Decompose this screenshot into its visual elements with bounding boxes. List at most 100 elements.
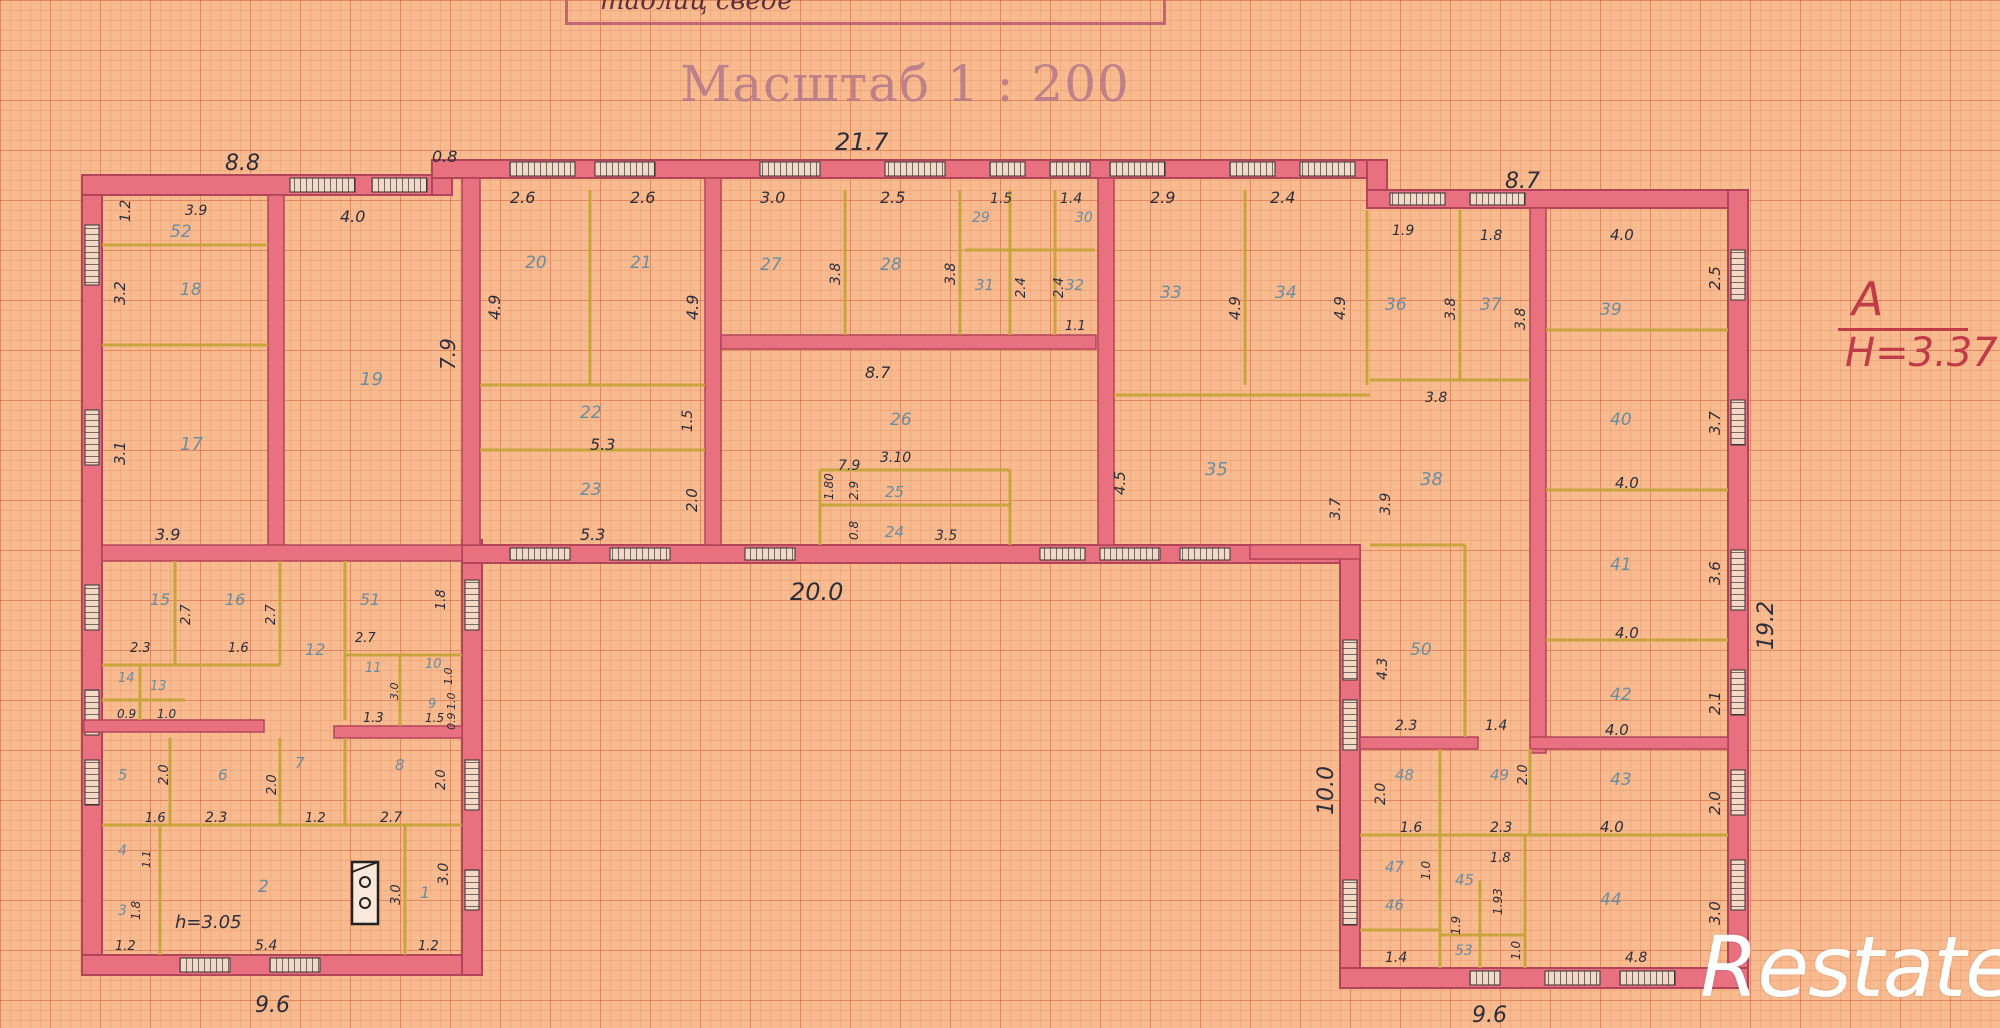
room-number: 33 — [1160, 283, 1182, 303]
dim-label: 3.0 — [1706, 901, 1724, 925]
dim-label: 3.8 — [1513, 308, 1529, 330]
room-number: 51 — [360, 590, 380, 609]
dim-label: 1.6 — [1400, 820, 1422, 836]
room-number: 41 — [1610, 555, 1632, 575]
room-number: 1 — [420, 883, 430, 902]
dim-label: 2.0 — [683, 488, 701, 512]
dim-label: 2.0 — [434, 769, 449, 790]
room-numbers: 52 18 17 19 20 21 22 23 27 28 26 25 24 2… — [118, 210, 1632, 959]
dim-label: 1.6 — [228, 641, 249, 656]
room-number: 17 — [180, 434, 203, 455]
dim-label: 5.3 — [580, 525, 605, 544]
dim-bottom-right: 9.6 — [1472, 1003, 1507, 1028]
dim-label: 3.5 — [935, 528, 957, 544]
room-number: 24 — [885, 523, 904, 541]
dim-top-right: 8.7 — [1505, 169, 1540, 194]
title-stamp-text: таблиц сведе — [600, 0, 793, 16]
dim-label: 4.8 — [1625, 950, 1647, 966]
dim-label: 3.0 — [760, 188, 785, 207]
room-number: 47 — [1385, 858, 1405, 876]
dim-label: 1.1 — [1065, 319, 1086, 334]
room-number: 14 — [118, 671, 135, 686]
dim-label: 1.5 — [680, 410, 696, 432]
dim-label: 3.7 — [1328, 498, 1344, 520]
room-number: 10 — [425, 657, 442, 672]
dim-label: 2.1 — [1706, 691, 1724, 715]
dim-right-height: 19.2 — [1754, 601, 1779, 650]
room-number: 34 — [1275, 283, 1297, 303]
scale-label: Масштаб 1 : 200 — [680, 55, 1130, 113]
dim-top-left: 8.8 — [225, 151, 260, 176]
dim-label: 1.0 — [1509, 941, 1523, 960]
dim-label: 4.9 — [1331, 296, 1349, 320]
dim-corridor-bottom: 20.0 — [790, 578, 843, 606]
dim-label: 2.4 — [1270, 188, 1295, 207]
room-number: 48 — [1395, 766, 1414, 784]
dim-label: 3.6 — [1706, 561, 1724, 585]
dim-label: 3.10 — [880, 450, 911, 466]
title-stamp-frame — [565, 0, 1166, 25]
dim-top-center: 21.7 — [835, 128, 889, 156]
room-number: 13 — [150, 679, 167, 694]
room-number: 15 — [150, 590, 170, 609]
dim-top-left-notch: 0.8 — [432, 147, 457, 166]
room-number: 35 — [1205, 459, 1228, 480]
dim-right-wing-height: 10.0 — [1314, 766, 1339, 815]
room-number: 9 — [428, 697, 436, 712]
dim-label: 4.0 — [340, 207, 365, 226]
dim-label: 4.0 — [1615, 624, 1639, 642]
dim-label: 1.2 — [115, 939, 136, 954]
dim-label: 5.4 — [255, 938, 277, 954]
dim-label: 2.4 — [1052, 277, 1067, 298]
dim-label: 2.9 — [847, 481, 861, 500]
dim-label: 3.8 — [828, 263, 844, 285]
partitions — [102, 190, 1728, 968]
room-number: 29 — [972, 210, 990, 226]
dim-label: 2.3 — [1490, 820, 1512, 836]
dim-label: 2.7 — [264, 604, 279, 625]
dim-label: 1.2 — [305, 811, 326, 826]
dim-label: 3.9 — [155, 525, 180, 544]
dim-label: 2.0 — [157, 764, 172, 785]
level-height: Н=3.37 — [1845, 330, 1998, 376]
dim-label: 2.0 — [265, 774, 280, 795]
room-number: 2 — [258, 877, 269, 897]
overall-dimensions: 8.8 0.8 21.7 8.7 20.0 9.6 9.6 19.2 10.0 … — [175, 128, 1779, 1028]
dim-label: 3.0 — [388, 683, 401, 701]
dim-label: 2.5 — [1706, 266, 1724, 290]
dim-label: 2.5 — [880, 188, 905, 207]
room-number: 44 — [1600, 890, 1622, 910]
interior-walls — [83, 177, 1729, 754]
dim-label: 1.5 — [990, 191, 1012, 207]
dim-label: 2.7 — [380, 810, 402, 826]
room-number: 12 — [305, 640, 325, 659]
level-letter: А — [1852, 272, 1884, 326]
dim-label: 4.9 — [1226, 296, 1244, 320]
room-number: 26 — [890, 410, 912, 430]
dim-label: 2.3 — [130, 641, 151, 656]
dim-label: 2.6 — [510, 188, 535, 207]
dim-label: 2.0 — [1516, 764, 1531, 785]
room-number: 50 — [1410, 640, 1432, 660]
dim-label: 4.9 — [683, 295, 702, 320]
dim-label: 8.7 — [865, 363, 891, 382]
dim-label: 1.5 — [425, 711, 444, 725]
dim-label: 3.2 — [111, 281, 129, 305]
room-number: 18 — [180, 280, 202, 300]
dim-label: 1.8 — [434, 589, 449, 610]
dim-label: 2.3 — [205, 810, 227, 826]
room-number: 37 — [1480, 295, 1502, 315]
room-number: 19 — [360, 369, 383, 390]
dim-label: 2.6 — [630, 188, 655, 207]
room-number: 52 — [170, 222, 192, 242]
dim-label: 4.9 — [485, 295, 504, 320]
room-number: 16 — [225, 590, 245, 609]
dim-label: 1.93 — [1491, 888, 1505, 915]
dim-label: 3.8 — [1425, 390, 1447, 406]
dim-label: 0.8 — [847, 521, 861, 540]
dim-label: 3.0 — [389, 884, 404, 905]
brand-watermark: Restate — [1700, 918, 2000, 1016]
dim-label: 4.3 — [1375, 658, 1391, 680]
room-number: 36 — [1385, 295, 1407, 315]
room-number: 32 — [1065, 276, 1084, 294]
